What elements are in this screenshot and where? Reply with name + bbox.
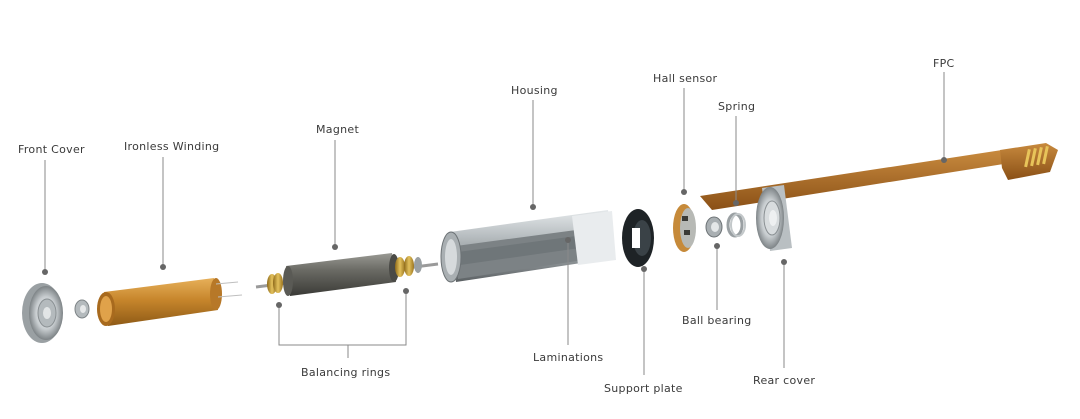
label-spring: Spring (718, 100, 756, 113)
rear-cover-part (756, 185, 792, 251)
leader-dots (42, 157, 947, 308)
hall-sensor-part (673, 204, 696, 252)
support-plate-part (622, 209, 654, 267)
ball-bearing-part (705, 216, 723, 238)
front-cover-part (22, 283, 63, 343)
fpc-part (700, 143, 1058, 210)
housing-part (440, 210, 616, 283)
label-housing: Housing (511, 84, 558, 97)
label-ball-bearing: Ball bearing (682, 314, 752, 327)
label-rear-cover: Rear cover (753, 374, 816, 387)
magnet-rotor-part (255, 253, 439, 296)
ironless-winding-part (97, 278, 243, 326)
label-hall-sensor: Hall sensor (653, 72, 718, 85)
leader-lines (44, 72, 945, 375)
label-laminations: Laminations (533, 351, 604, 364)
label-ironless-winding: Ironless Winding (124, 140, 220, 153)
spring-part (726, 212, 746, 238)
label-front-cover: Front Cover (18, 143, 85, 156)
label-support-plate: Support plate (604, 382, 683, 395)
label-fpc: FPC (933, 57, 955, 70)
label-balancing-rings: Balancing rings (301, 366, 391, 379)
front-bearing-part (74, 299, 90, 319)
label-magnet: Magnet (316, 123, 360, 136)
